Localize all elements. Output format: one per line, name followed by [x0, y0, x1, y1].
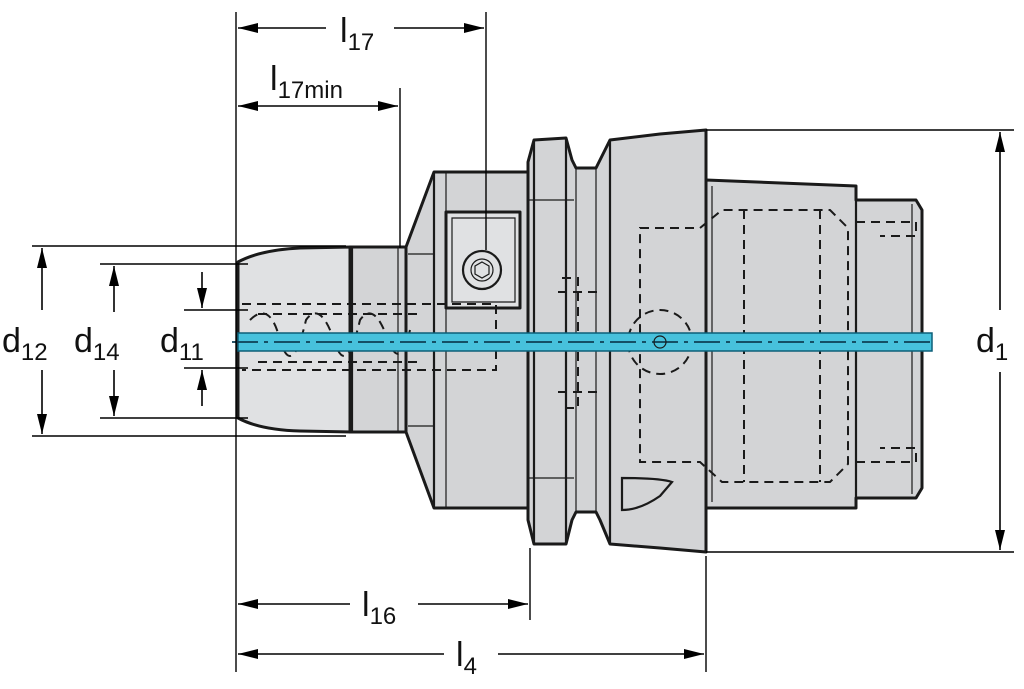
label-l17min: l17min — [270, 60, 343, 104]
label-d1: d1 — [976, 322, 1008, 366]
clamp-screw-icon — [461, 249, 503, 291]
clamp-screw-window — [444, 210, 522, 310]
label-d14: d14 — [74, 322, 120, 366]
dimension-labels: l17 l17min d12 d14 d11 d1 l16 l4 — [2, 12, 1008, 680]
extension-lines — [32, 12, 1014, 672]
label-d11: d11 — [160, 322, 204, 366]
dimension-lines — [37, 23, 1005, 659]
label-l16: l16 — [362, 586, 396, 630]
label-l4: l4 — [456, 636, 477, 680]
label-l17: l17 — [340, 12, 374, 56]
label-d12: d12 — [2, 322, 48, 366]
coolant-channel — [232, 332, 936, 352]
